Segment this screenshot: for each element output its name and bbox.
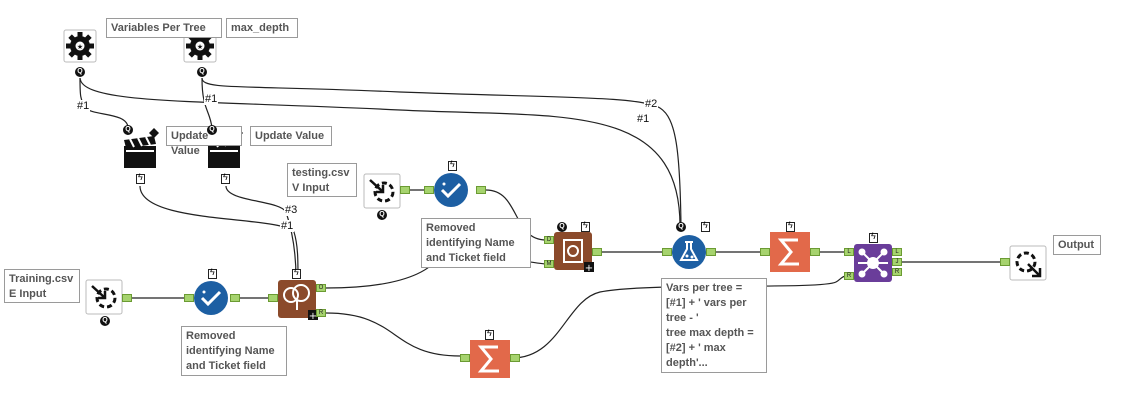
- connection-wire: [225, 185, 297, 279]
- forest-model-tool[interactable]: +: [278, 280, 318, 322]
- question-anchor[interactable]: Q: [197, 67, 207, 77]
- connection-label: #1: [636, 113, 651, 125]
- input-arrow-icon: [369, 179, 395, 203]
- action-anchor[interactable]: [701, 220, 710, 232]
- connection-wire: [201, 77, 682, 227]
- action-anchor[interactable]: [221, 172, 230, 184]
- connection-label: #1: [76, 100, 91, 112]
- input-port[interactable]: [1000, 258, 1010, 266]
- check-circle-icon: [440, 182, 462, 199]
- flask-icon: [679, 241, 699, 261]
- output-port-l[interactable]: L: [892, 248, 902, 256]
- question-anchor[interactable]: Q: [557, 222, 567, 232]
- numeric-updown-tool-variables[interactable]: ★: [63, 29, 97, 63]
- question-anchor[interactable]: Q: [100, 316, 110, 326]
- summarize-tool-top[interactable]: [770, 232, 810, 272]
- question-anchor[interactable]: Q: [377, 210, 387, 220]
- score-tool[interactable]: [672, 235, 706, 269]
- tree-model-icon: [283, 284, 310, 310]
- connection-label: #1: [204, 93, 219, 105]
- output-port-r[interactable]: R: [892, 268, 902, 276]
- input-tool-testing[interactable]: [363, 173, 401, 209]
- input-tool-training[interactable]: [85, 279, 123, 315]
- action-anchor[interactable]: [136, 172, 145, 184]
- select-tool-training[interactable]: [194, 281, 228, 315]
- connection-label: #1: [280, 220, 295, 232]
- input-port-l[interactable]: L: [844, 248, 854, 256]
- annotation-training-input[interactable]: Training.csv E Input: [4, 269, 80, 303]
- summarize-tool-bottom[interactable]: [470, 340, 510, 378]
- svg-text:+: +: [585, 263, 593, 274]
- action-anchor[interactable]: [292, 267, 301, 279]
- output-port[interactable]: [810, 248, 820, 256]
- output-port[interactable]: [592, 248, 602, 256]
- annotation-testing-input[interactable]: testing.csv V Input: [287, 163, 357, 197]
- connection-wire: [485, 189, 547, 241]
- action-anchor[interactable]: [208, 267, 217, 279]
- output-port[interactable]: [400, 186, 410, 194]
- sigma-icon: [477, 345, 499, 373]
- annotation-output[interactable]: Output: [1053, 235, 1101, 255]
- action-anchor[interactable]: [581, 220, 590, 232]
- input-port[interactable]: [662, 248, 672, 256]
- annotation-removed-fields-top[interactable]: Removed identifying Name and Ticket fiel…: [421, 218, 531, 268]
- action-anchor[interactable]: [448, 159, 457, 171]
- output-port[interactable]: [476, 186, 486, 194]
- svg-text:+: +: [309, 311, 317, 322]
- output-arrow-icon: [1015, 251, 1042, 278]
- annotation-variables-per-tree[interactable]: Variables Per Tree: [106, 18, 222, 38]
- question-anchor[interactable]: Q: [207, 125, 217, 135]
- input-port[interactable]: [268, 294, 278, 302]
- input-port[interactable]: [760, 248, 770, 256]
- question-anchor[interactable]: Q: [676, 222, 686, 232]
- output-port[interactable]: [230, 294, 240, 302]
- input-port[interactable]: [184, 294, 194, 302]
- input-port[interactable]: [424, 186, 434, 194]
- scroll-doc-icon: [563, 239, 583, 263]
- input-port[interactable]: [460, 354, 470, 362]
- output-port-r[interactable]: R: [316, 309, 326, 317]
- question-anchor[interactable]: Q: [75, 67, 85, 77]
- output-port-j[interactable]: J: [892, 258, 902, 266]
- action-anchor[interactable]: [485, 328, 494, 340]
- action-tool-update-value-1[interactable]: [124, 128, 159, 168]
- select-tool-testing[interactable]: [434, 173, 468, 207]
- input-port-r[interactable]: R: [844, 272, 854, 280]
- svg-text:★: ★: [77, 43, 83, 51]
- question-anchor[interactable]: Q: [123, 125, 133, 135]
- connection-label: #2: [644, 98, 659, 110]
- connection-label: #3: [284, 204, 299, 216]
- check-circle-icon: [200, 290, 222, 307]
- input-arrow-icon: [91, 285, 117, 309]
- output-port[interactable]: [122, 294, 132, 302]
- connection-wire: [79, 77, 681, 227]
- gear-icon: ★: [66, 32, 94, 60]
- output-tool[interactable]: [1009, 245, 1047, 281]
- input-port-m[interactable]: M: [544, 260, 554, 268]
- connection-wire: [139, 185, 299, 279]
- numeric-updown-tool-max-depth[interactable]: ★: [183, 29, 217, 63]
- sigma-icon: [777, 238, 799, 266]
- annotation-update-value-1[interactable]: Update Value: [166, 126, 242, 157]
- action-anchor[interactable]: [786, 220, 795, 232]
- svg-text:★: ★: [197, 43, 203, 51]
- output-port[interactable]: [706, 248, 716, 256]
- output-port[interactable]: [510, 354, 520, 362]
- output-port-o[interactable]: O: [316, 284, 326, 292]
- annotation-removed-fields-bottom[interactable]: Removed identifying Name and Ticket fiel…: [181, 326, 287, 376]
- join-icon: [858, 248, 888, 278]
- annotation-update-value-2[interactable]: Update Value: [250, 126, 332, 146]
- annotation-formula-expression[interactable]: Vars per tree = [#1] + ' vars per tree -…: [661, 278, 767, 373]
- connection-wire: [325, 312, 461, 357]
- action-anchor[interactable]: [869, 231, 878, 243]
- input-port-d[interactable]: D: [544, 236, 554, 244]
- score-model-tool[interactable]: +: [554, 232, 594, 274]
- connection-wire: [201, 77, 213, 129]
- gear-icon: ★: [186, 32, 214, 60]
- clapperboard-icon: [124, 136, 156, 168]
- join-tool[interactable]: [854, 244, 892, 282]
- annotation-max-depth[interactable]: max_depth: [226, 18, 298, 38]
